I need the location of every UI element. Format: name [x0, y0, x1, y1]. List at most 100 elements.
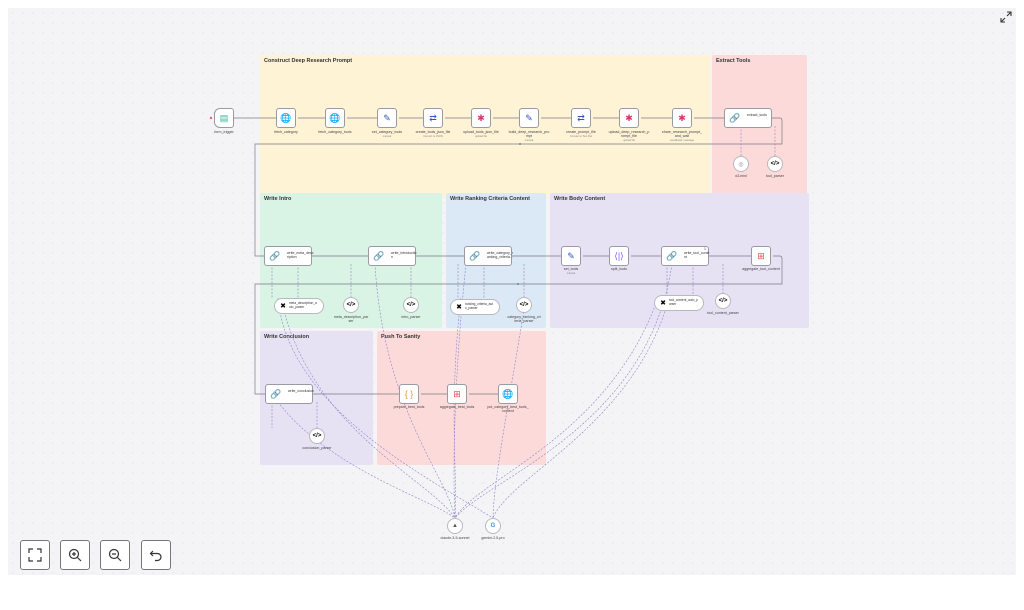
- fit-view-button[interactable]: [20, 540, 50, 570]
- share-research-prompt-and-wait-node[interactable]: ✱: [672, 108, 692, 128]
- node-label: write_conclusion: [288, 389, 314, 393]
- prepare-best-tools-node[interactable]: { }: [399, 384, 419, 404]
- link-chain-icon: 🔗: [270, 388, 282, 399]
- conclusion-parser-node[interactable]: </>: [309, 428, 325, 444]
- node-subtitle: send&wait: message: [670, 139, 694, 142]
- run-count-badge: 1: [704, 247, 706, 251]
- zoom-out-icon: [108, 548, 122, 562]
- node-label: tool_content_auto_p arser: [669, 298, 698, 306]
- link-chain-icon: 🔗: [729, 112, 741, 123]
- group-title: Extract Tools: [716, 58, 751, 64]
- write-category-ranking-criteria-node[interactable]: 🔗 write_category_r anking_criteria...: [464, 246, 513, 266]
- group-title: Write Intro: [264, 196, 292, 202]
- aggregate-icon: ⊞: [453, 388, 461, 399]
- node-subtitle: manual: [566, 272, 576, 275]
- link-chain-icon: 🔗: [373, 250, 385, 261]
- slack-icon: ✱: [678, 112, 686, 123]
- write-introduction-node[interactable]: 🔗 write_introductio n: [368, 246, 416, 266]
- zoom-in-icon: [68, 548, 82, 562]
- node-label: put_category_best_tools_ content: [487, 405, 529, 413]
- node-subtitle: upload file: [623, 139, 635, 142]
- node-label: category_ranking_cri teria_parser: [507, 315, 541, 323]
- node-label: set_tools: [563, 267, 579, 271]
- split-tools-node[interactable]: ⟨|⟩: [609, 246, 629, 266]
- tool-content-auto-parser-node[interactable]: ✖ tool_content_auto_p arser: [654, 295, 704, 311]
- slack-icon: ✱: [477, 112, 485, 123]
- intro-parser-node[interactable]: </>: [403, 297, 419, 313]
- write-meta-description-node[interactable]: 🔗 write_meta_desc ription: [264, 246, 314, 266]
- write-tool-content-node[interactable]: 🔗 write_tool_conte nt 1: [661, 246, 710, 266]
- globe-icon: 🌐: [329, 112, 341, 123]
- aggregate-best-tools-node[interactable]: ⊞: [447, 384, 467, 404]
- category-ranking-criteria-parser-node[interactable]: </>: [516, 297, 532, 313]
- upload-deep-research-prompt-file-node[interactable]: ✱: [619, 108, 639, 128]
- set-category-tools-node[interactable]: ✎: [377, 108, 397, 128]
- node-label: intro_parser: [401, 315, 421, 319]
- extract-tools-node[interactable]: 🔗 extract_tools: [724, 108, 772, 128]
- set-tools-node[interactable]: ✎: [561, 246, 581, 266]
- aggregate-icon: ⊞: [757, 250, 765, 261]
- node-label: write_category_r anking_criteria...: [487, 251, 513, 259]
- google-icon: G: [490, 523, 496, 529]
- tool-content-parser-node[interactable]: </>: [715, 293, 731, 309]
- node-label: ranking_criteria_aut o_parser: [465, 302, 493, 310]
- fullscreen-button[interactable]: [1000, 10, 1014, 24]
- ranking-criteria-auto-parser-node[interactable]: ✖ ranking_criteria_aut o_parser: [450, 299, 500, 315]
- node-subtitle: upload file: [475, 135, 487, 138]
- connections-layer: [209, 116, 783, 519]
- zoom-out-button[interactable]: [100, 540, 130, 570]
- upload-tools-json-file-node[interactable]: ✱: [471, 108, 491, 128]
- node-label: create_prompt_file: [566, 130, 596, 134]
- tools-icon: ✖: [456, 303, 462, 311]
- pencil-icon: ✎: [525, 112, 533, 123]
- node-subtitle: Convert to Text File: [569, 135, 593, 138]
- claude-icon: ▲: [452, 523, 458, 529]
- file-convert-icon: ⇄: [577, 112, 585, 123]
- node-label: write_meta_desc ription: [287, 251, 314, 259]
- pencil-icon: ✎: [383, 112, 391, 123]
- node-label: create_tools_json_file: [415, 130, 451, 134]
- aggregate-tool-content-node[interactable]: ⊞: [751, 246, 771, 266]
- put-category-best-tools-content-node[interactable]: 🌐: [498, 384, 518, 404]
- tools-icon: ✖: [660, 299, 666, 307]
- file-convert-icon: ⇄: [429, 112, 437, 123]
- create-prompt-file-node[interactable]: ⇄: [571, 108, 591, 128]
- code-icon: </>: [718, 298, 728, 304]
- meta-description-parser-node[interactable]: </>: [343, 297, 359, 313]
- node-label: conclusion_parser: [302, 446, 332, 450]
- node-label: tool_content_parser: [707, 311, 739, 315]
- code-icon: </>: [519, 302, 529, 308]
- gemini-model-node[interactable]: G: [485, 518, 501, 534]
- form-trigger-node[interactable]: ▤: [214, 108, 234, 128]
- node-label: upload_deep_research_p rompt_file: [608, 130, 650, 138]
- code-icon: </>: [406, 302, 416, 308]
- node-label: prepare_best_tools: [393, 405, 425, 409]
- pencil-icon: ✎: [567, 250, 575, 261]
- node-subtitle: Convert to JSON: [423, 135, 443, 138]
- o3-mini-model-node[interactable]: ◎: [733, 156, 749, 172]
- group-title: Write Body Content: [554, 196, 606, 202]
- build-deep-research-prompt-node[interactable]: ✎: [519, 108, 539, 128]
- node-label: meta_description_a uto_parser: [289, 301, 317, 309]
- zoom-in-button[interactable]: [60, 540, 90, 570]
- workflow-canvas[interactable]: Construct Deep Research Prompt Extract T…: [8, 8, 1016, 575]
- group-title: Construct Deep Research Prompt: [264, 58, 353, 64]
- code-icon: </>: [346, 302, 356, 308]
- node-label: extract_tools: [747, 113, 767, 117]
- tool-parser-node[interactable]: </>: [767, 156, 783, 172]
- link-chain-icon: 🔗: [269, 250, 281, 261]
- node-label: meta_description_par ser: [333, 315, 369, 323]
- fetch-category-node[interactable]: 🌐: [276, 108, 296, 128]
- slack-icon: ✱: [625, 112, 633, 123]
- fetch-category-tools-node[interactable]: 🌐: [325, 108, 345, 128]
- create-tools-json-file-node[interactable]: ⇄: [423, 108, 443, 128]
- node-label: write_introductio n: [391, 251, 417, 259]
- write-conclusion-node[interactable]: 🔗 write_conclusion: [265, 384, 314, 404]
- node-subtitle: manual: [382, 135, 392, 138]
- reset-zoom-button[interactable]: [141, 540, 171, 570]
- node-label: aggregate_tool_content: [742, 267, 780, 271]
- node-label: o3-mini: [735, 174, 747, 178]
- claude-model-node[interactable]: ▲: [447, 518, 463, 534]
- meta-description-auto-parser-node[interactable]: ✖ meta_description_a uto_parser: [274, 298, 324, 314]
- openai-icon: ◎: [738, 161, 744, 168]
